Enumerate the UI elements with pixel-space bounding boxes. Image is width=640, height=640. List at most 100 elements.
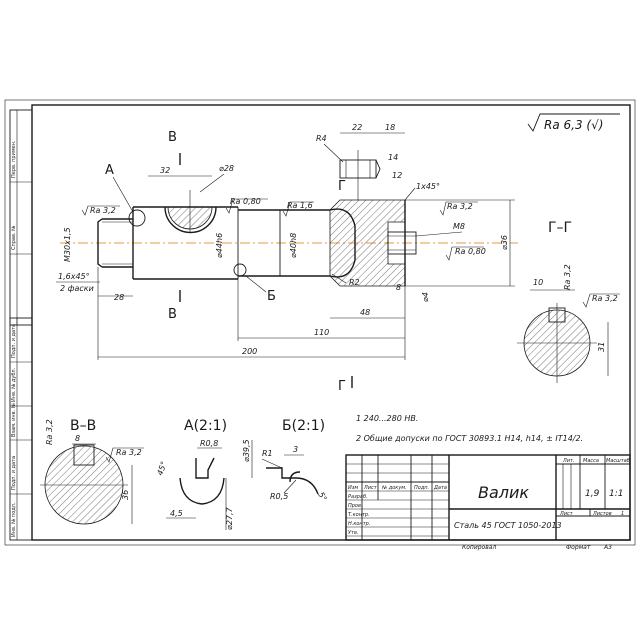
b-r05: R0,5 xyxy=(270,492,288,501)
detail-a: А(2:1) R0,8 45° 4,5 ⌀27,7 xyxy=(155,418,234,530)
tb-format: Формат xyxy=(566,544,591,551)
tb-format-value: А3 xyxy=(603,544,612,551)
rough-a-32: Ra 3,2 xyxy=(90,206,116,215)
dim-32: 32 xyxy=(160,166,170,175)
tb-lit-header: Лит. xyxy=(562,458,575,464)
tb-mass-header: Масса xyxy=(583,458,599,464)
gg-dim-10: 10 xyxy=(533,278,543,287)
detail-marker-b xyxy=(233,263,247,277)
tb-role-utv: Утв. xyxy=(348,530,359,536)
vv-dim-8: 8 xyxy=(75,434,80,443)
dim-r2: R2 xyxy=(349,278,360,287)
b-r1: R1 xyxy=(262,449,273,458)
dim-r4: R4 xyxy=(316,134,327,143)
side-stamp-label: Подп. и дата xyxy=(11,456,17,490)
dim-d40h8: ⌀40h8 xyxy=(289,233,298,258)
tb-role-tkontr: Т.контр. xyxy=(348,512,370,518)
detail-a-title: А(2:1) xyxy=(184,418,227,434)
technical-notes: 1 240...280 НВ. 2 Общие допуски по ГОСТ … xyxy=(356,414,583,443)
dim-12: 12 xyxy=(392,171,402,180)
shaft-main-view xyxy=(60,150,518,287)
side-stamp: Перв. примен. Справ. № Подп. и дата Инв.… xyxy=(9,109,33,541)
label-b: Б xyxy=(267,289,276,304)
b-3: 3 xyxy=(293,445,298,454)
a-45: 45° xyxy=(155,460,168,476)
dim-chamfer: 1,6x45° xyxy=(58,272,90,281)
tb-col-izm: Изм xyxy=(348,485,358,491)
tb-part-name: Валик xyxy=(478,483,529,502)
dim-48: 48 xyxy=(360,308,370,317)
tb-copied: Копировал xyxy=(462,544,496,551)
dim-14: 14 xyxy=(388,153,398,162)
rough-a-080: Ra 0,80 xyxy=(230,197,261,206)
tb-sheets-label: Листов xyxy=(592,511,612,517)
a-45len: 4,5 xyxy=(170,509,183,518)
vv-dim-36: 36 xyxy=(121,490,130,500)
section-gg: Г–Г Ra 3,2 10 Ra 3,2 31 xyxy=(517,220,620,383)
side-stamp-label: Перв. примен. xyxy=(11,140,17,178)
gg-rough-2: Ra 3,2 xyxy=(592,294,618,303)
vv-rough-1: Ra 3,2 xyxy=(45,419,54,445)
title-block: Изм Лист № докум. Подп. Дата Разраб. Про… xyxy=(345,454,631,551)
section-vv: В–В Ra 3,2 8 Ra 3,2 36 xyxy=(40,418,144,525)
detail-b: Б(2:1) ⌀39,5 R1 3 R0,5 5° xyxy=(242,418,329,503)
detail-b-title: Б(2:1) xyxy=(282,418,325,434)
note-2: 2 Общие допуски по ГОСТ 30893.1 Н14, h14… xyxy=(356,434,583,443)
a-r08: R0,8 xyxy=(200,439,218,448)
section-vv-title: В–В xyxy=(70,418,96,434)
dim-d28: ⌀28 xyxy=(219,164,234,173)
label-g-bottom: Г xyxy=(338,379,346,394)
side-stamp-label: Инв. № подл. xyxy=(11,502,17,537)
dim-m8: M8 xyxy=(453,222,465,231)
detail-marker-a xyxy=(128,209,146,227)
rough-b-080: Ra 0,80 xyxy=(455,247,486,256)
general-roughness-mark: Ra 6,3 (√) xyxy=(527,113,620,132)
dim-m30: M30x1,5 xyxy=(63,227,72,262)
side-stamp-label: Справ. № xyxy=(11,225,17,250)
tb-col-list: Лист xyxy=(363,485,378,491)
tb-sheets-count: 1 xyxy=(621,511,624,517)
dim-22: 22 xyxy=(352,123,362,132)
tb-sheet-label: Лист xyxy=(559,511,574,517)
label-g-top: Г xyxy=(338,179,346,194)
tb-material: Сталь 45 ГОСТ 1050-2013 xyxy=(454,521,562,530)
tb-col-date: Дата xyxy=(433,485,447,491)
label-a: А xyxy=(105,163,114,178)
b-d395: ⌀39,5 xyxy=(242,439,251,462)
tb-role-prov: Пров. xyxy=(348,503,363,509)
tb-role-razrab: Разраб. xyxy=(348,494,368,500)
gg-dim-31: 31 xyxy=(597,342,606,352)
side-stamp-label: Инв. № дубл. xyxy=(11,367,17,402)
tb-col-sign: Подп. xyxy=(414,485,429,491)
dim-18: 18 xyxy=(385,123,395,132)
dim-28: 28 xyxy=(114,293,124,302)
b-5deg: 5° xyxy=(316,491,328,503)
a-d277: ⌀27,7 xyxy=(225,506,234,530)
tb-col-doc: № докум. xyxy=(381,485,407,491)
dim-8: 8 xyxy=(396,283,401,292)
label-v-top: В xyxy=(168,130,177,145)
dim-200: 200 xyxy=(242,347,257,356)
label-v-bottom: В xyxy=(168,307,177,322)
dim-d4: ⌀4 xyxy=(421,292,430,302)
side-stamp-label: Подп. и дата xyxy=(11,324,17,358)
side-stamp-label: Взам. инв. № xyxy=(11,402,17,437)
rough-16: Ra 1,6 xyxy=(287,201,313,210)
section-gg-title: Г–Г xyxy=(548,220,572,236)
note-1: 1 240...280 НВ. xyxy=(356,414,418,423)
tb-mass-value: 1,9 xyxy=(585,489,600,499)
dim-1x45: 1x45° xyxy=(416,182,440,191)
tb-scale-value: 1:1 xyxy=(609,489,623,499)
dim-d36: ⌀36 xyxy=(500,235,509,250)
gg-rough-1: Ra 3,2 xyxy=(563,264,572,290)
dim-two-chamfers: 2 фаски xyxy=(60,284,94,293)
tb-role-nkontr: Н.контр. xyxy=(348,521,370,527)
dim-d44h6: ⌀44h6 xyxy=(215,233,224,258)
main-view-annotations: А В В Б Г Г 32 ⌀28 Ra 0,80 Ra 1,6 Ra 3,2… xyxy=(56,123,515,394)
vv-rough-2: Ra 3,2 xyxy=(116,448,142,457)
tb-scale-header: Масштаб xyxy=(606,458,630,464)
general-roughness-text: Ra 6,3 (√) xyxy=(544,118,603,132)
rough-b-32: Ra 3,2 xyxy=(447,202,473,211)
dim-110: 110 xyxy=(314,328,329,337)
